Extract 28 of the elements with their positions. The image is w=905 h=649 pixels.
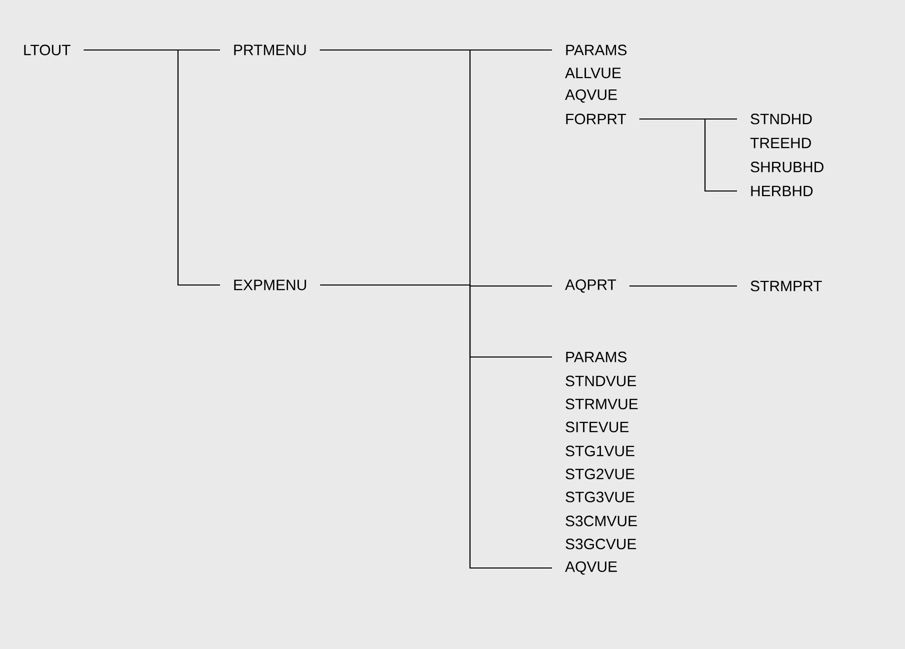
- node-label: S3CMVUE: [566, 516, 637, 526]
- node-label: STRMVUE: [566, 398, 638, 410]
- node-label: AQPRT: [565, 279, 616, 293]
- node-label: FORPRT: [566, 114, 626, 124]
- connector-line: [629, 285, 737, 287]
- node-label: LTOUT: [24, 44, 70, 56]
- connector-line: [639, 118, 737, 192]
- connector-line: [84, 49, 220, 286]
- node-label: AQVUE: [565, 561, 617, 575]
- node-label: S3GCVUE: [566, 538, 636, 550]
- connector-line: [320, 284, 552, 569]
- node-label: PARAMS: [566, 352, 627, 362]
- node-label: AQVUE: [565, 89, 617, 103]
- node-label: STG3VUE: [566, 492, 634, 502]
- node-label: STNDHD: [750, 114, 812, 124]
- node-label: SITEVUE: [566, 422, 629, 432]
- node-label: STG1VUE: [566, 446, 634, 456]
- node-label: ALLVUE: [565, 68, 621, 78]
- node-label: STNDVUE: [566, 376, 636, 386]
- connector-line: [320, 49, 552, 287]
- node-label: TREEHD: [750, 138, 811, 148]
- node-label: STRMPRT: [750, 280, 822, 292]
- node-label: HERBHD: [751, 186, 813, 196]
- node-label: PARAMS: [566, 44, 627, 56]
- node-label: EXPMENU: [234, 280, 306, 290]
- node-label: PRTMENU: [234, 44, 306, 56]
- node-label: STG2VUE: [566, 468, 634, 480]
- node-label: SHRUBHD: [750, 162, 824, 172]
